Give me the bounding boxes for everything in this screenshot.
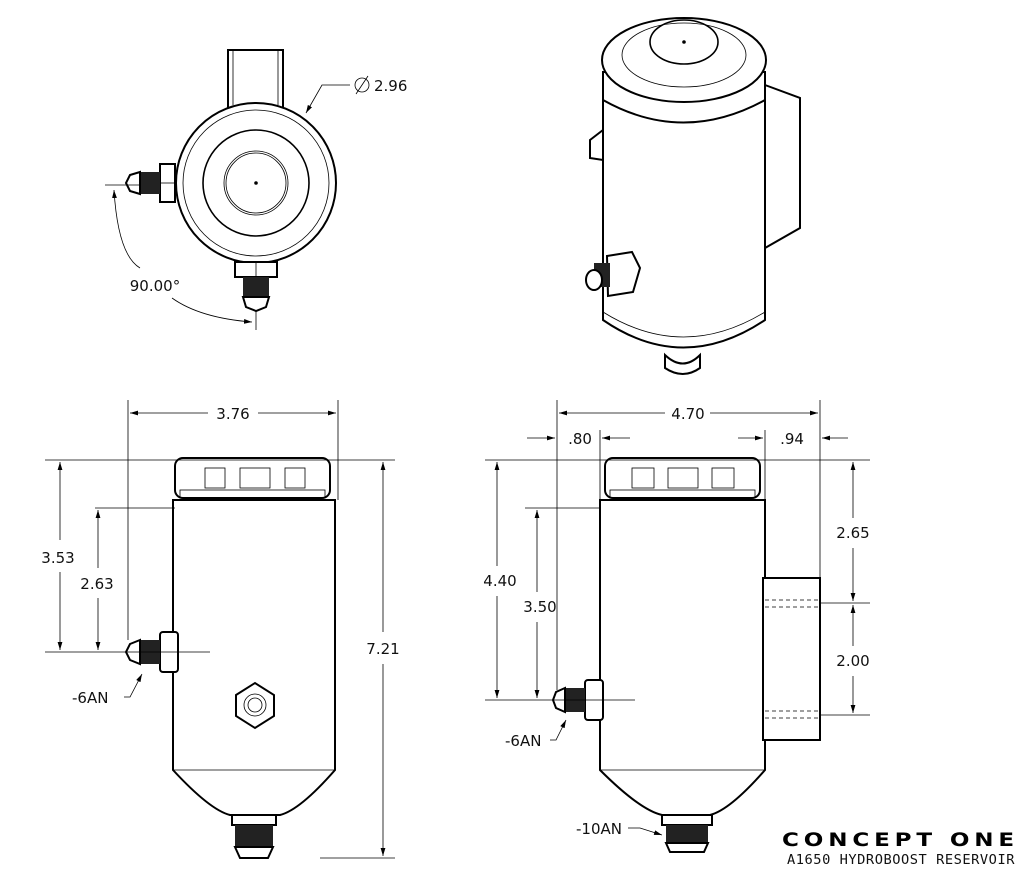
total-height-dimension: 7.21 — [366, 640, 399, 658]
body-to-port-dimension: 2.63 — [80, 575, 113, 593]
port-label: -6AN — [505, 732, 541, 750]
front-body — [172, 499, 336, 816]
side-view: 4.70 .80 .94 4.40 3.50 2.65 2.00 -6AN -1… — [483, 400, 870, 853]
right-offset-dimension: .94 — [780, 430, 804, 448]
iso-cap-top — [601, 17, 767, 103]
total-width-dimension: 4.70 — [671, 405, 704, 423]
top-view: 90.00° 2.96 — [105, 49, 407, 330]
top-to-bracket-dimension: 2.65 — [836, 524, 869, 542]
side-outlet — [661, 814, 713, 853]
diameter-dimension: 2.96 — [374, 77, 407, 95]
iso-body — [602, 84, 766, 349]
part-title: A1650 HYDROBOOST RESERVOIR — [787, 853, 1015, 868]
side-bracket — [762, 577, 821, 741]
iso-outlet — [664, 352, 701, 375]
left-fitting — [124, 163, 176, 203]
bracket-spacing-dimension: 2.00 — [836, 652, 869, 670]
front-hex-port — [235, 681, 275, 730]
angle-dimension: 90.00° — [130, 277, 180, 295]
front-cap — [174, 457, 331, 499]
side-body — [599, 499, 766, 816]
cap-to-port-dimension: 3.53 — [41, 549, 74, 567]
outlet-label: -10AN — [576, 820, 622, 838]
top-to-port-dimension: 4.40 — [483, 572, 516, 590]
body-to-port-dimension: 3.50 — [523, 598, 556, 616]
isometric-view — [585, 17, 801, 375]
bottom-fitting — [234, 261, 278, 313]
front-view: 3.76 3.53 2.63 7.21 -6AN — [41, 400, 400, 859]
width-dimension: 3.76 — [216, 405, 249, 423]
iso-bracket — [764, 83, 801, 250]
port-label: -6AN — [72, 689, 108, 707]
left-offset-dimension: .80 — [568, 430, 592, 448]
cap-ring — [202, 129, 310, 237]
bracket — [227, 49, 284, 109]
side-cap — [604, 457, 761, 499]
iso-port-fitting — [585, 250, 642, 298]
iso-upper-fitting — [589, 127, 604, 162]
brand-logo: CONCEPT ONE — [782, 829, 1019, 851]
title-block: CONCEPT ONE A1650 HYDROBOOST RESERVOIR — [782, 829, 1019, 868]
front-outlet — [231, 814, 277, 859]
